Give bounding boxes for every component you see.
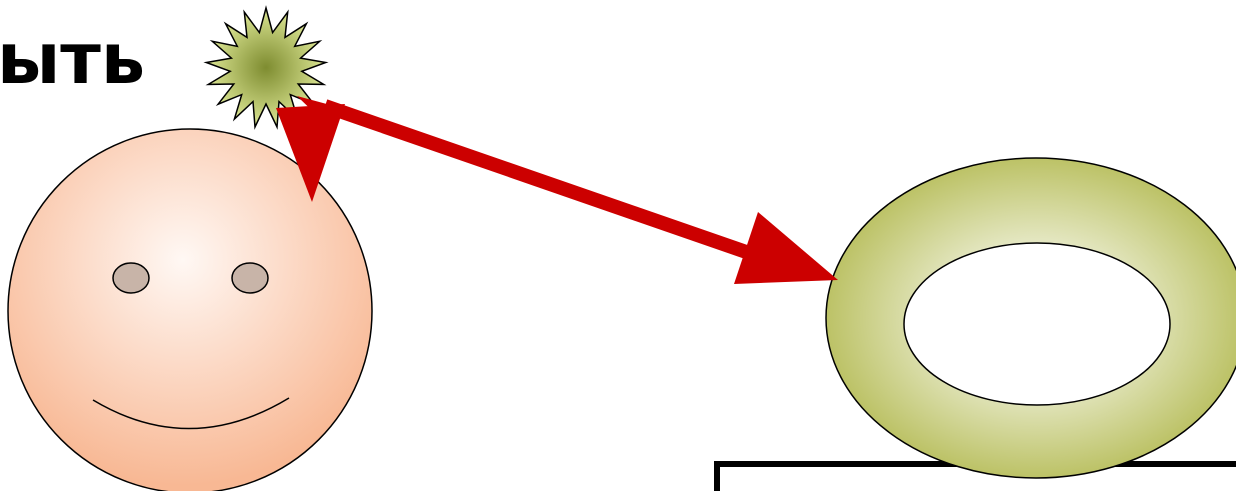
face-circle: [7, 128, 373, 491]
smile: [92, 397, 290, 430]
ring-torus-icon: [825, 157, 1236, 479]
arrow-shaft: [322, 99, 755, 261]
arrow-head-to-ring: [734, 212, 838, 284]
smiley-face-icon: [7, 128, 373, 491]
spiky-star-icon: [203, 5, 329, 130]
left-eye: [112, 262, 150, 294]
arrow-head-to-face: [276, 104, 345, 202]
heading-fragment: ыть: [0, 18, 145, 100]
arrows: [276, 96, 838, 284]
right-eye: [231, 262, 269, 294]
